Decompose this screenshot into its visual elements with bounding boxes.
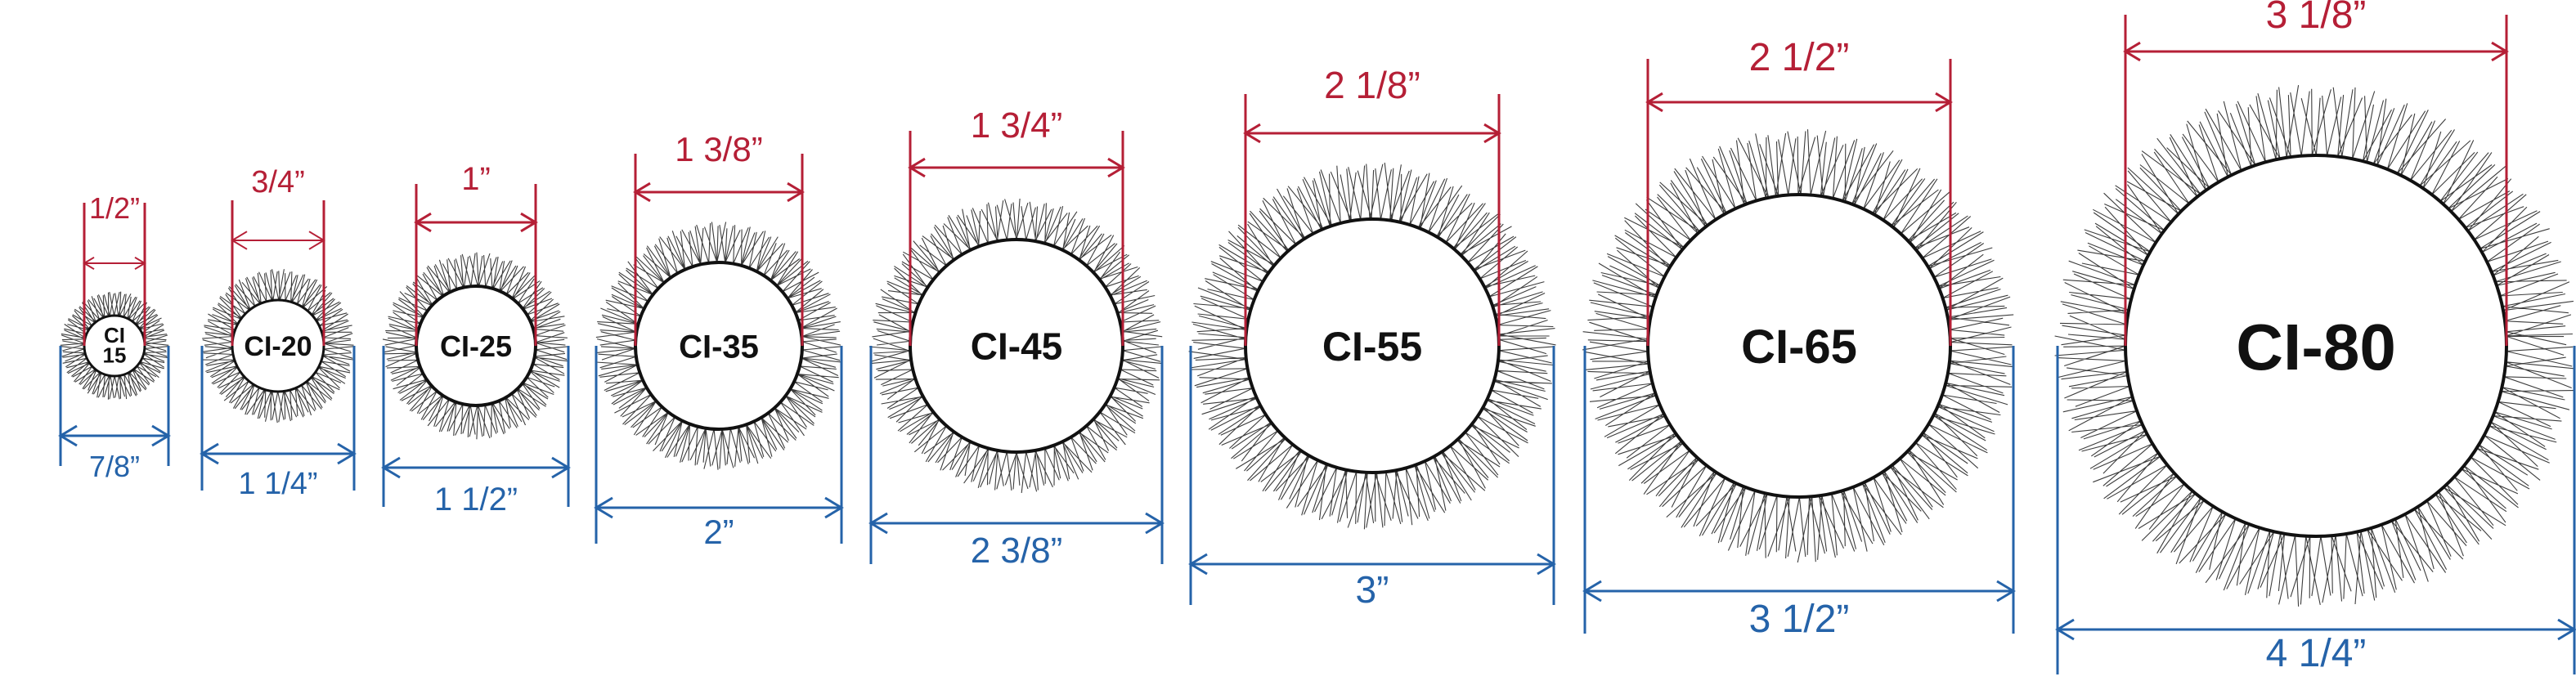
brush-ci-55: CI-55 2 1/8” 3” — [1188, 64, 1556, 611]
inner-diameter-label: 1 3/8” — [675, 130, 762, 168]
outer-dimension-arrow — [594, 496, 844, 519]
inner-dimension-arrow — [633, 181, 805, 203]
inner-dimension-arrow — [83, 256, 146, 271]
outer-dimension-ci-55: 3” — [1188, 346, 1556, 611]
model-label: CI-55 — [1322, 324, 1422, 370]
model-label: CI-80 — [2236, 311, 2396, 383]
outer-dimension-ci-65: 3 1/2” — [1582, 346, 2016, 641]
outer-dimension-arrow — [381, 456, 571, 479]
outer-dimension-ci-25: 1 1/2” — [381, 346, 571, 518]
outer-dimension-arrow — [1188, 553, 1556, 576]
inner-dimension-arrow — [414, 212, 538, 233]
outer-dimension-ci-15: 7/8” — [58, 346, 171, 483]
inner-dimension-arrow — [1645, 92, 1953, 113]
model-label: CI-25 — [440, 329, 512, 363]
outer-dimension-arrow — [868, 512, 1165, 535]
outer-diameter-label: 3” — [1356, 568, 1389, 611]
inner-dimension-ci-80: 3 1/8” — [2123, 0, 2509, 346]
inner-dimension-ci-20: 3/4” — [231, 165, 325, 346]
inner-diameter-label: 1 3/4” — [971, 105, 1063, 146]
inner-diameter-label: 1” — [461, 161, 491, 197]
model-label: CI-35 — [679, 329, 759, 365]
brush-ci-65: CI-65 2 1/2” 3 1/2” — [1582, 36, 2016, 641]
model-label-line: CI — [104, 323, 125, 347]
outer-dimension-arrow — [200, 442, 357, 465]
outer-diameter-label: 7/8” — [89, 450, 140, 483]
model-label-line: 15 — [103, 343, 127, 368]
model-label: CI-45 — [971, 325, 1062, 368]
inner-dimension-arrow — [1243, 123, 1501, 144]
inner-dimension-ci-55: 2 1/8” — [1243, 64, 1501, 346]
inner-diameter-label: 2 1/8” — [1324, 64, 1420, 106]
outer-dimension-ci-20: 1 1/4” — [200, 346, 357, 501]
inner-dimension-ci-25: 1” — [414, 161, 538, 346]
inner-diameter-label: 1/2” — [89, 191, 140, 225]
outer-diameter-label: 1 1/4” — [238, 467, 317, 501]
brush-ci-20: CI-20 3/4” 1 1/4” — [200, 165, 357, 501]
brush-ci-45: CI-45 1 3/4” 2 3/8” — [868, 105, 1165, 571]
inner-dimension-arrow — [908, 157, 1125, 178]
outer-dimension-arrow — [1582, 580, 2016, 603]
model-label: CI-20 — [244, 331, 312, 362]
outer-dimension-arrow — [58, 424, 171, 447]
outer-dimension-ci-45: 2 3/8” — [868, 346, 1165, 571]
brush-ci-35: CI-35 1 3/8” 2” — [594, 130, 844, 551]
outer-diameter-label: 4 1/4” — [2266, 632, 2367, 675]
inner-diameter-label: 3/4” — [251, 165, 304, 199]
model-label: CI-65 — [1741, 320, 1857, 374]
inner-dimension-ci-65: 2 1/2” — [1645, 36, 1953, 346]
brush-ci-25: CI-25 1” 1 1/2” — [381, 161, 571, 518]
outer-diameter-label: 1 1/2” — [434, 482, 518, 518]
outer-dimension-arrow — [2055, 618, 2576, 641]
outer-dimension-ci-80: 4 1/4” — [2055, 346, 2576, 675]
inner-dimension-ci-45: 1 3/4” — [908, 105, 1125, 346]
outer-diameter-label: 2” — [703, 513, 734, 551]
inner-dimension-ci-35: 1 3/8” — [633, 130, 805, 346]
inner-dimension-arrow — [231, 231, 325, 250]
inner-diameter-label: 3 1/8” — [2266, 0, 2367, 37]
inner-dimension-ci-15: 1/2” — [83, 191, 146, 346]
inner-diameter-label: 2 1/2” — [1749, 36, 1850, 79]
inner-dimension-arrow — [2123, 41, 2509, 62]
outer-diameter-label: 3 1/2” — [1749, 598, 1850, 641]
brush-ci-80: CI-80 3 1/8” 4 1/4” — [2054, 0, 2576, 675]
outer-diameter-label: 2 3/8” — [971, 531, 1063, 571]
outer-dimension-ci-35: 2” — [594, 346, 844, 551]
